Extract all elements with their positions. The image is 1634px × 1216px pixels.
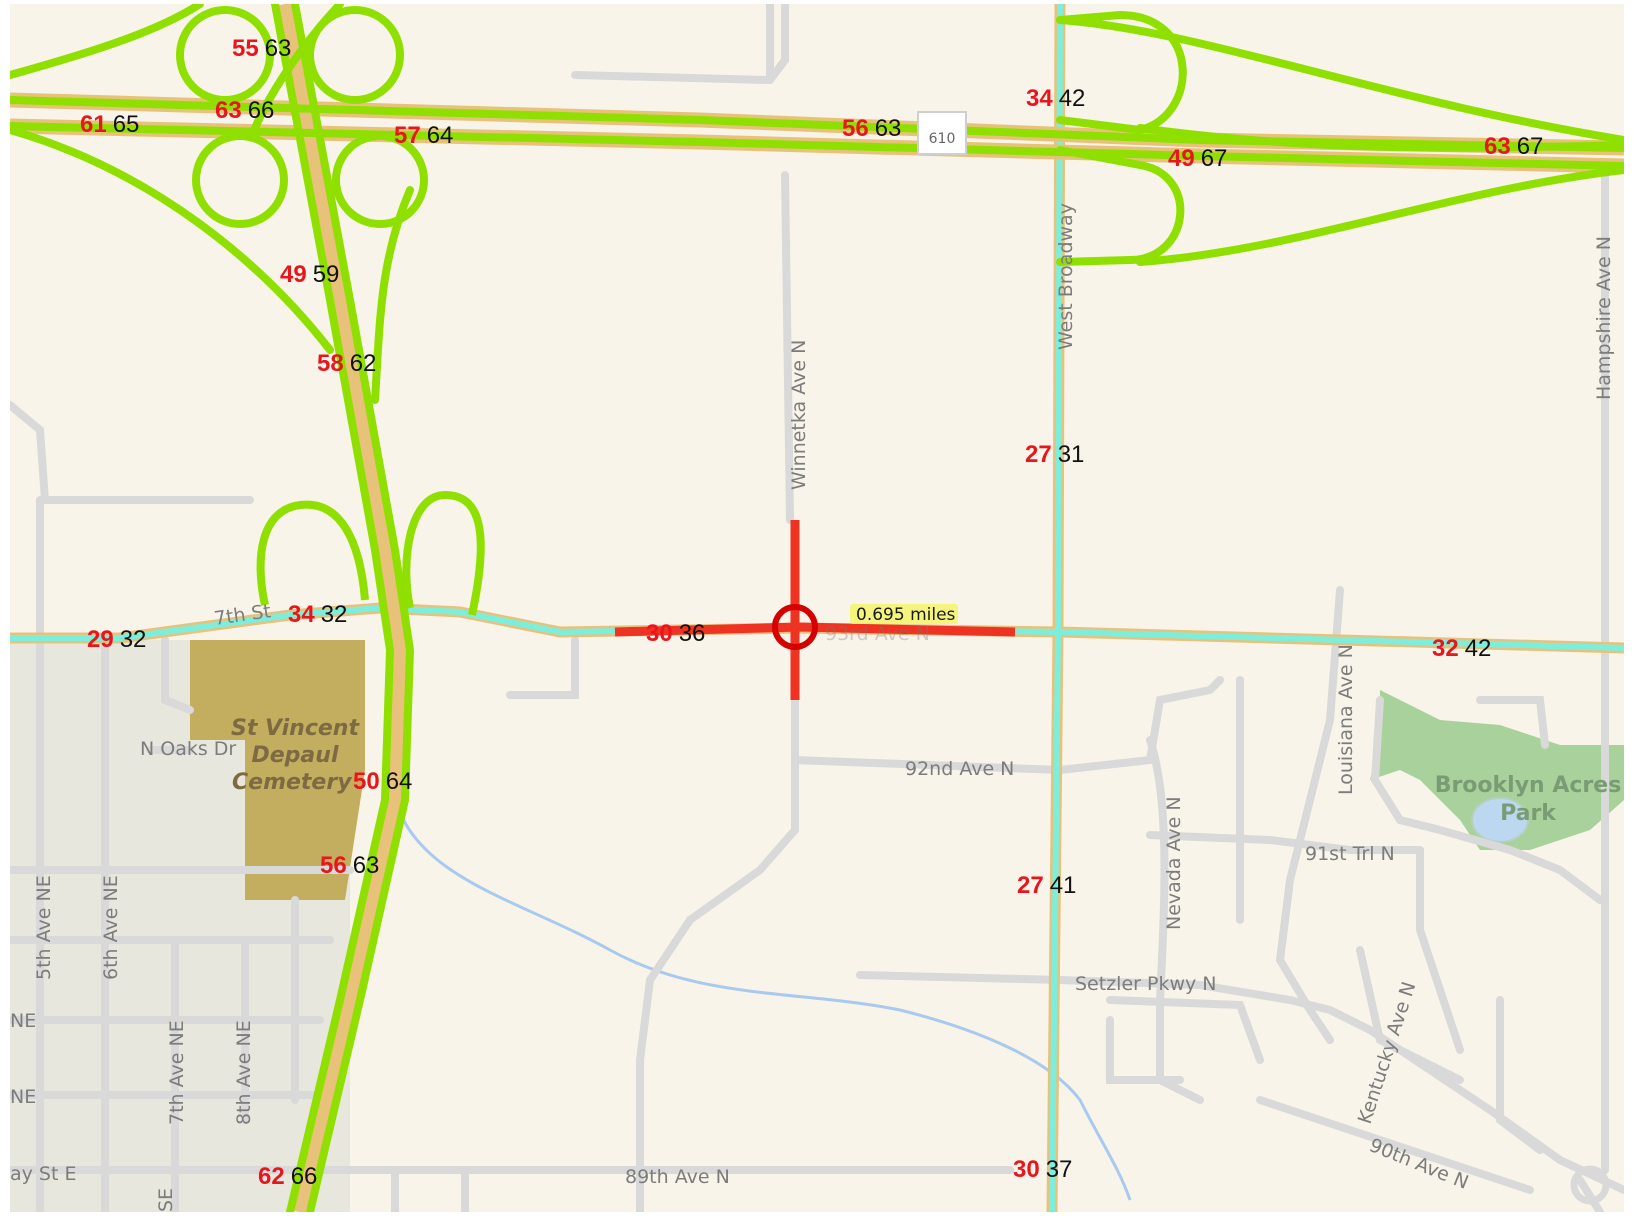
street-label-bay-st: ay St E [10,1163,76,1185]
park-area [1370,690,1624,850]
route-610-label: 610 [929,131,956,147]
street-label-oaks-dr: N Oaks Dr [140,738,236,760]
park-label-line-1: Brooklyn Acres [1435,773,1622,798]
street-label-hampshire: Hampshire Ave N [1593,236,1615,400]
street-label-89th: 89th Ave N [625,1166,730,1188]
street-label-5th-ave: 5th Ave NE [33,875,55,980]
street-label-6th-ave: 6th Ave NE [100,875,122,980]
street-label-7th-ave: 7th Ave NE [166,1020,188,1125]
street-label-92nd: 92nd Ave N [905,758,1014,780]
street-label-setzler: Setzler Pkwy N [1075,973,1217,995]
street-label-ne-2: NE [10,1086,36,1108]
route-610-shield [917,111,967,155]
cemetery-label-line-1: St Vincent [231,716,360,741]
street-label-louisiana: Louisiana Ave N [1335,644,1357,795]
highlighted-segment[interactable] [614,622,1016,637]
park-label-line-2: Park [1500,801,1557,826]
street-label-8th-ave: 8th Ave NE [233,1020,255,1125]
local-roads [10,4,1624,1212]
cloverleaf-loops [176,6,485,616]
cemetery-area [190,640,365,900]
distance-label: 0.695 miles [856,605,956,625]
creek [393,799,1132,1201]
cemetery-label-line-3: Cemetery [232,770,353,795]
street-label-93rd: 93rd Ave N [825,623,930,645]
street-label-nevada: Nevada Ave N [1163,796,1185,930]
street-label-91st: 91st Trl N [1305,843,1395,865]
roundabout [1570,1165,1610,1205]
park-pond [1471,797,1529,843]
street-label-west-broadway: West Broadway [1055,203,1077,350]
street-label-ne-1: NE [10,1010,36,1032]
cemetery-label-line-2: Depaul [252,743,339,768]
distance-badge [850,604,958,624]
street-label-se: SE [155,1188,177,1212]
selected-location-marker[interactable] [772,604,818,650]
map-canvas[interactable]: 610 0.695 miles Winnetka Ave N West Broa… [10,4,1624,1212]
street-label-winnetka: Winnetka Ave N [788,340,810,490]
